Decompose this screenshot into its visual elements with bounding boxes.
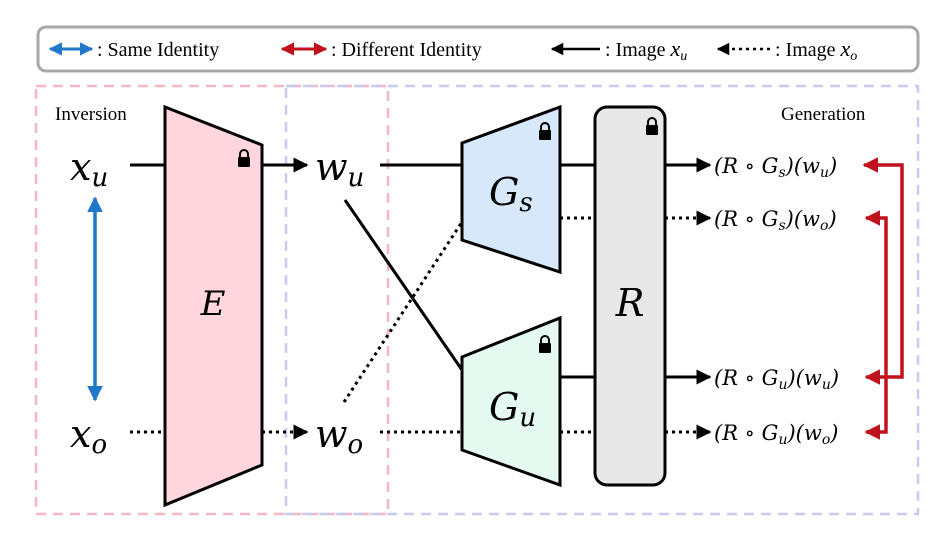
legend: : Same Identity : Different Identity : I… (36, 25, 920, 73)
renderer-block (593, 105, 667, 487)
inversion-region (34, 84, 390, 516)
input-xu: xu (70, 145, 108, 193)
different-identity-connector-outer (862, 157, 904, 385)
output-label-3: (R ∘ Gu)(wu) (714, 366, 839, 393)
input-xo: xo (70, 412, 107, 460)
output-label-2: (R ∘ Gs)(wo) (714, 207, 837, 234)
inversion-label: Inversion (55, 104, 127, 125)
renderer-label: R (615, 281, 645, 325)
latent-wu: wu (315, 145, 364, 193)
different-identity-connector-inner (864, 210, 888, 440)
latent-wo: wo (315, 412, 363, 460)
wu-to-gu-line (343, 199, 464, 371)
generation-region (284, 84, 920, 516)
wo-to-gs-line (342, 221, 464, 403)
output-label-1: (R ∘ Gs)(wu) (714, 154, 837, 181)
generator-gs-block (460, 104, 562, 275)
legend-different-identity-label: : Different Identity (331, 39, 482, 61)
legend-same-identity-label: : Same Identity (97, 39, 219, 61)
encoder-label: E (200, 284, 226, 324)
generation-label: Generation (781, 104, 866, 125)
output-label-4: (R ∘ Gu)(wo) (714, 421, 838, 448)
legend-image-xo-label: : Image xo (775, 36, 857, 64)
generator-gu-label: Gu (489, 385, 536, 433)
generator-gs-label: Gs (489, 170, 533, 218)
legend-image-xu-label: : Image xu (605, 36, 687, 64)
legend-border (36, 25, 920, 73)
encoder-block (163, 104, 264, 508)
generator-gu-block (460, 315, 562, 488)
